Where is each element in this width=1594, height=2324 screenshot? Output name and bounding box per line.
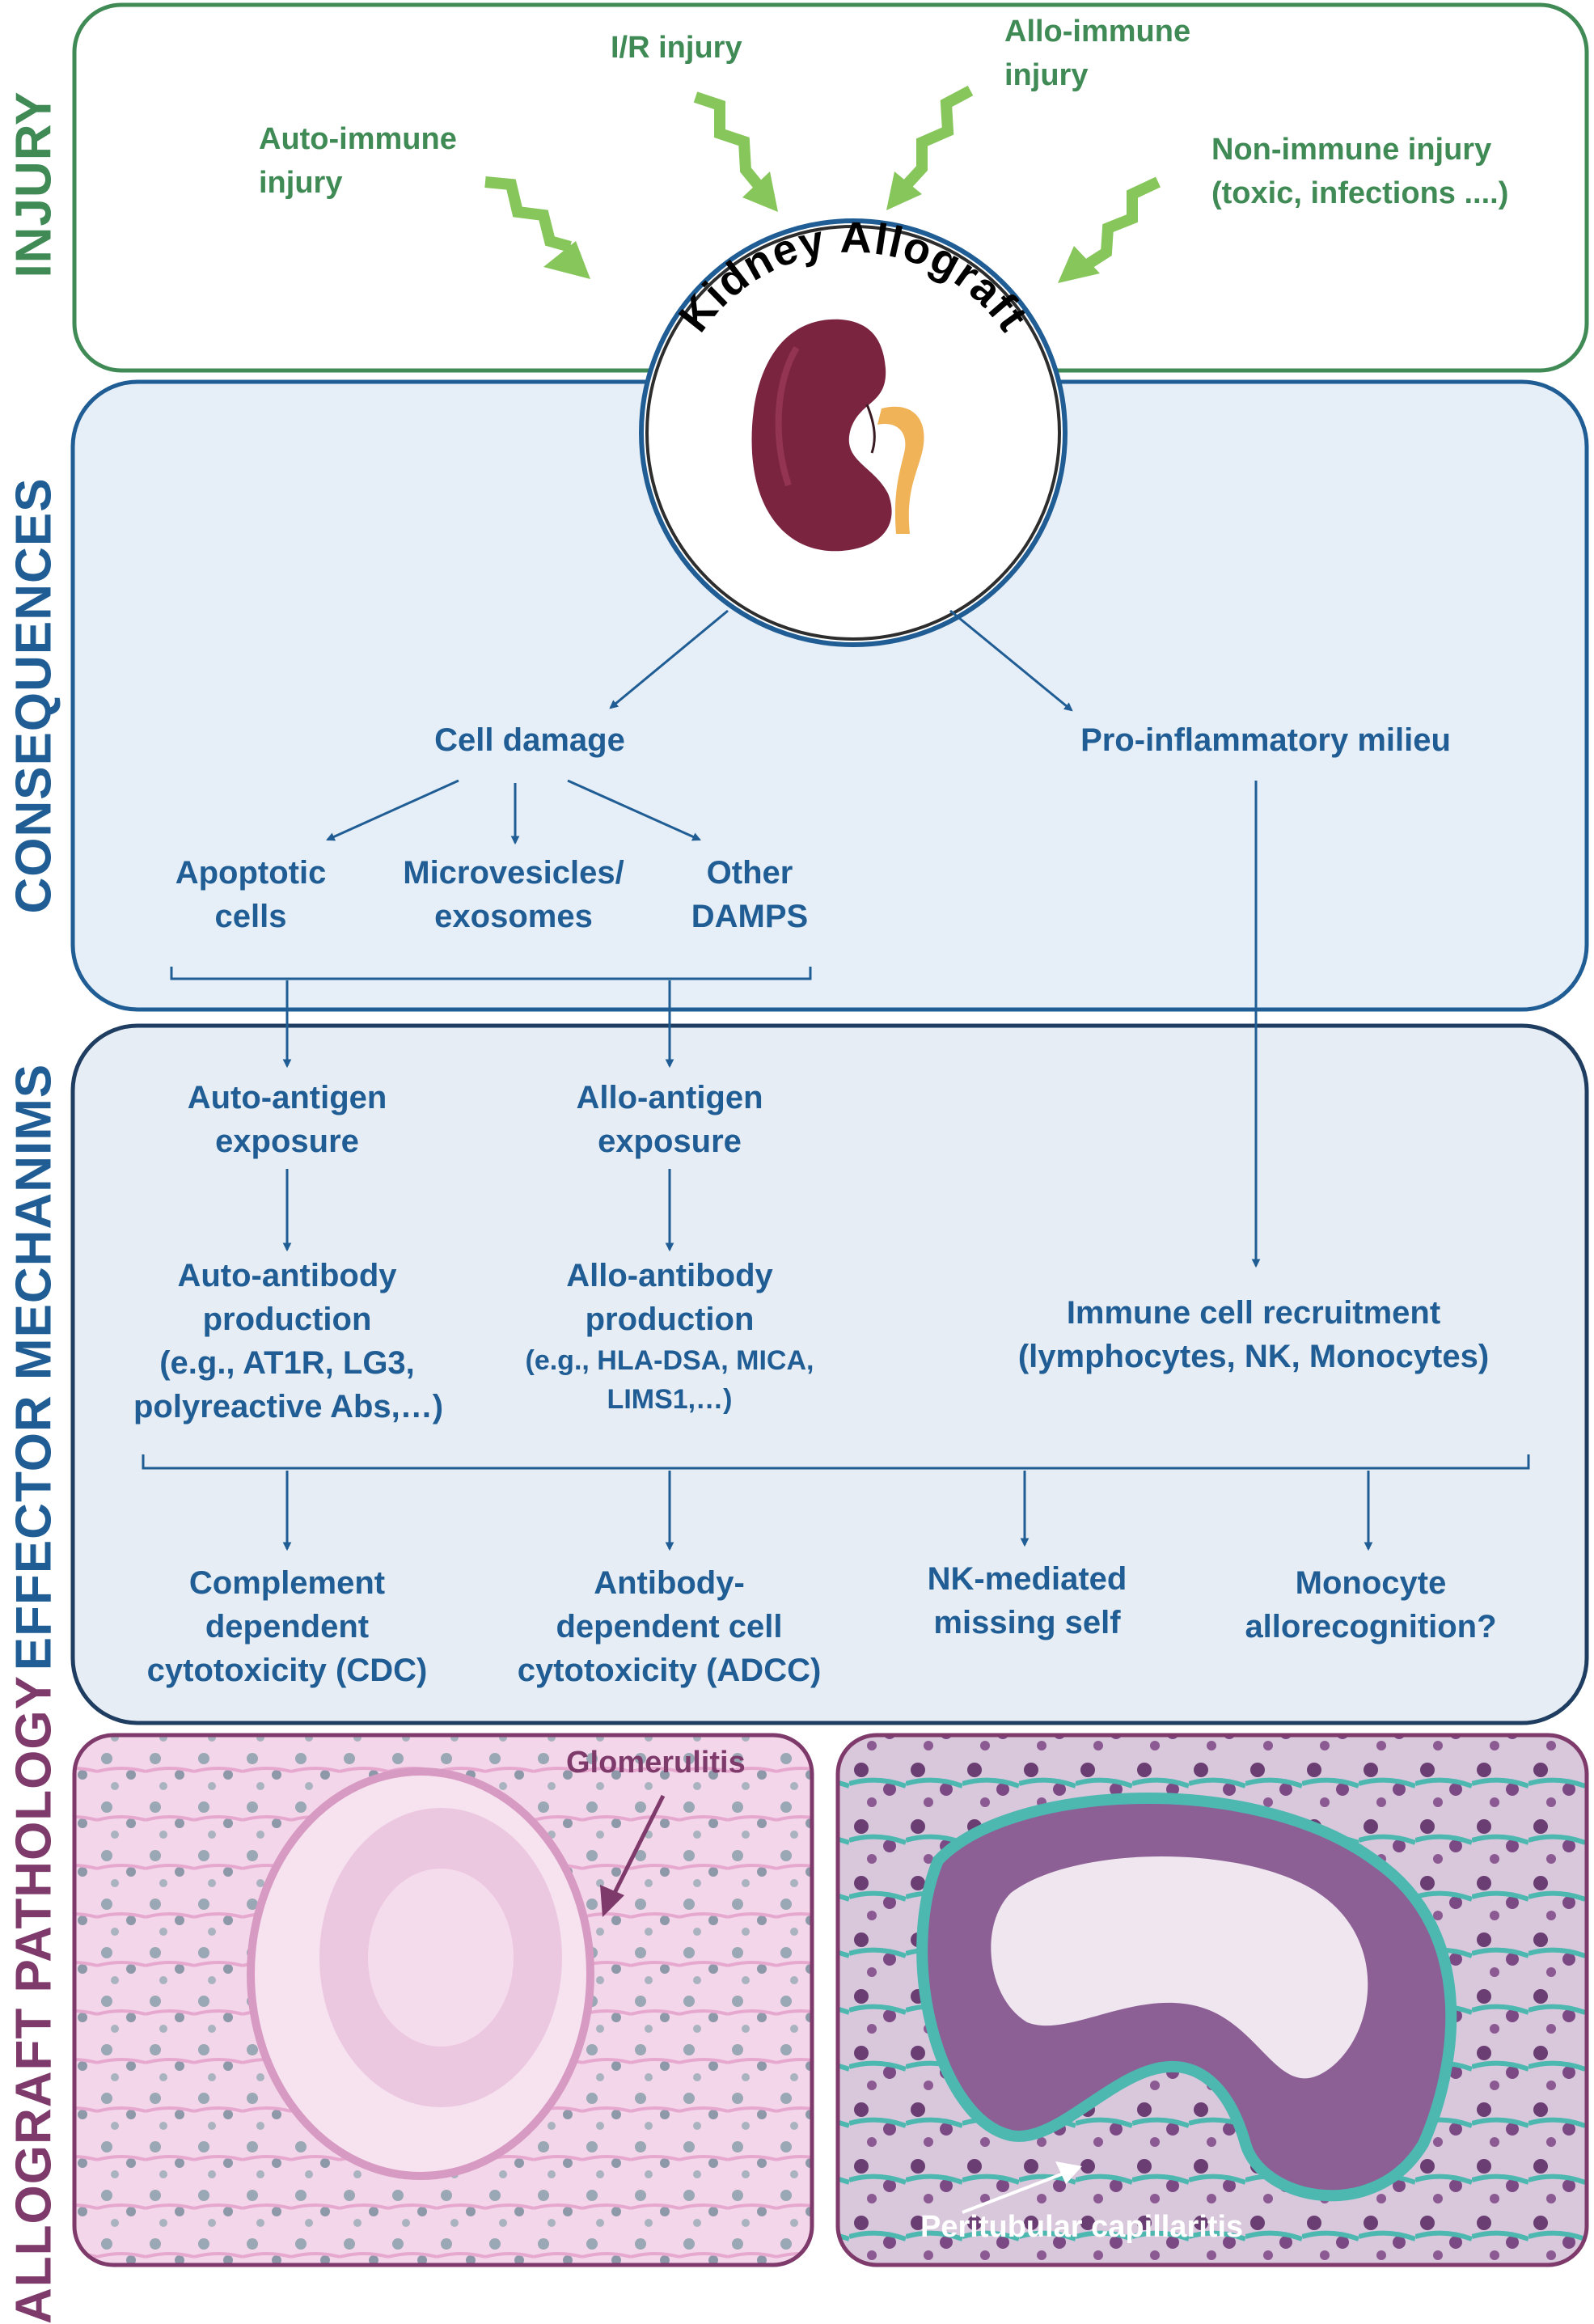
graft-circle — [639, 218, 1068, 647]
ureter-icon — [877, 406, 924, 534]
injury-arrows — [484, 85, 1161, 272]
consequences-bracket — [170, 967, 812, 980]
effector-panel — [70, 1023, 1589, 1725]
ir-injury-arrow — [693, 91, 765, 192]
capillaritis-pointer — [962, 2170, 1068, 2214]
consequences-arrows — [326, 609, 1073, 845]
nonimmune-injury-arrow — [1080, 176, 1161, 272]
section-label-pathology: ALLOGRAFT PATHOLOGY — [6, 1675, 62, 2324]
section-label-effector: EFFECTOR MECHANIMS — [6, 1063, 62, 1671]
microvesicles-label: Microvesicles/exosomes — [403, 855, 624, 934]
section-label-injury: INJURY — [6, 91, 62, 278]
pro-inflammatory-label: Pro-inflammatory milieu — [1080, 722, 1451, 758]
section-label-consequences: CONSEQUENCES — [6, 477, 62, 914]
effector-bracket — [142, 1454, 1530, 1470]
cell-damage-label: Cell damage — [434, 722, 625, 758]
peritubular-capillaritis-label: Peritubular capillaritis — [920, 2210, 1244, 2244]
immune-recruitment-label: Immune cell recruitment(lymphocytes, NK,… — [1017, 1295, 1490, 1374]
glomerulitis-pointer — [608, 1794, 666, 1903]
auto-injury-arrow — [484, 176, 572, 252]
injury-arrowheads — [543, 171, 1100, 283]
glomerulitis-label: Glomerulitis — [566, 1746, 746, 1780]
ir-injury-label: I/R injury — [611, 31, 742, 65]
allo-injury-arrow — [899, 85, 974, 192]
non-immune-injury-label: Non-immune injury(toxic, infections ....… — [1211, 133, 1509, 210]
diagram-canvas: Kidney Allograft — [70, 2, 1589, 2267]
